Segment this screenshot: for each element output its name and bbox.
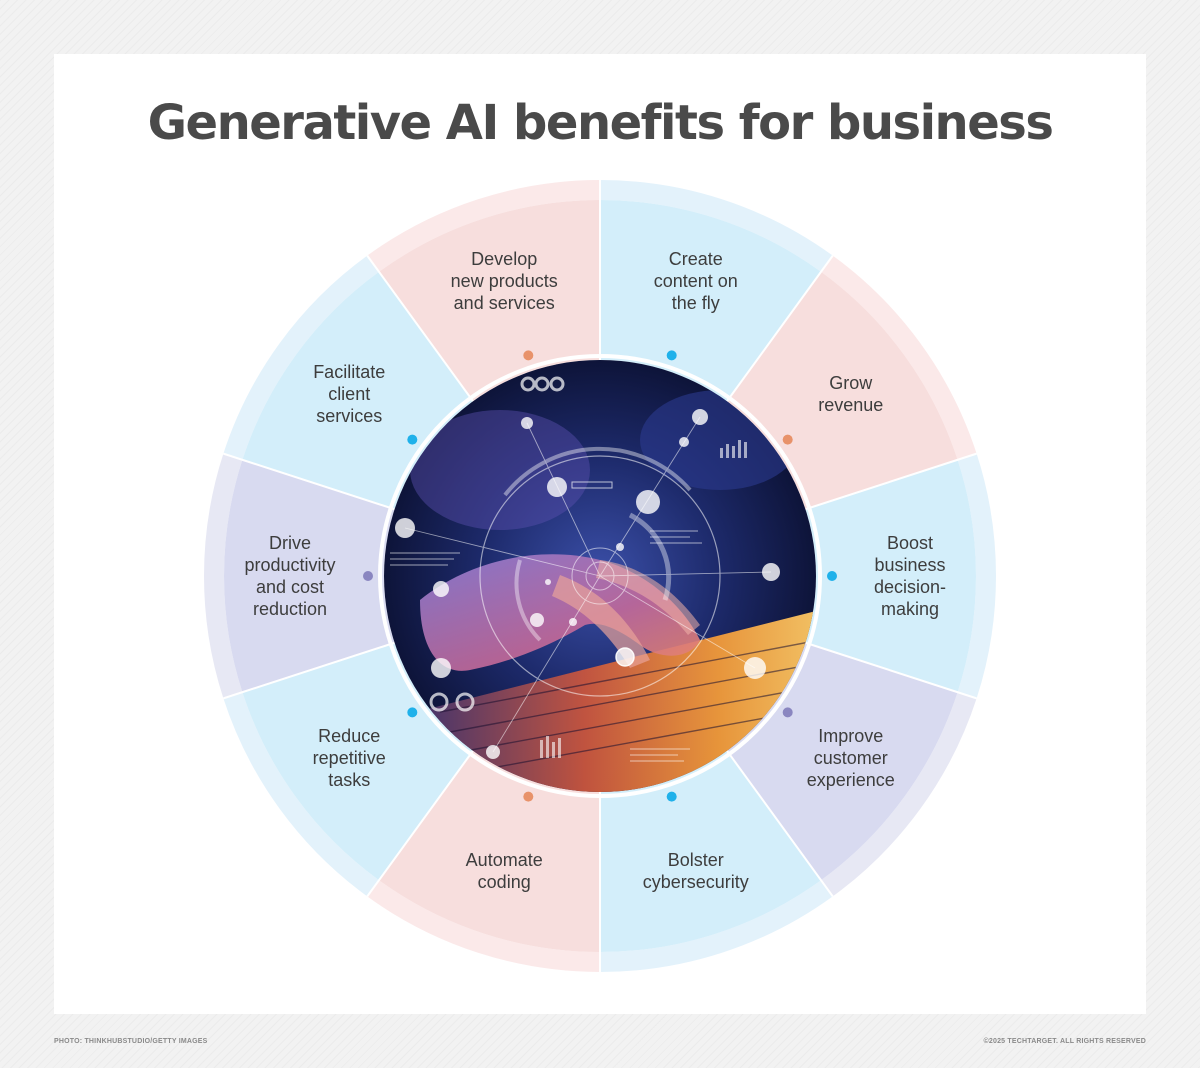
- segment-boost-business-decision-making: [805, 459, 976, 693]
- segment-outer-band: [821, 692, 977, 897]
- segment-outer-band: [367, 180, 600, 272]
- segment-divider: [223, 452, 395, 511]
- center-photo-border: [378, 354, 822, 798]
- segment-drive-productivity-and-cost-reduction: [224, 459, 395, 693]
- copyright-notice: ©2025 TECHTARGET. ALL RIGHTS RESERVED: [983, 1038, 1146, 1045]
- segment-marker-dot: [827, 571, 837, 581]
- segment-outer-band: [957, 453, 996, 699]
- segment-outer-band: [367, 880, 600, 972]
- segment-outer-band: [600, 880, 833, 972]
- segment-outer-band: [203, 453, 243, 699]
- segment-label-bolster-cybersecurity: Bolster cybersecurity: [642, 849, 749, 892]
- segment-label-grow-revenue: Grow revenue: [818, 372, 884, 415]
- segment-bolster-cybersecurity: [600, 750, 822, 952]
- segment-facilitate-client-services: [242, 271, 474, 510]
- segment-marker-dot: [363, 571, 373, 581]
- segment-marker-dot: [523, 791, 534, 802]
- segment-marker-dot: [407, 707, 418, 718]
- segment-label-boost-business-decision-making: Boost business decision- making: [873, 533, 947, 619]
- segment-label-develop-new-products-and-services: Develop new products and services: [450, 249, 558, 314]
- segment-label-automate-coding: Automate coding: [465, 849, 543, 892]
- segment-marker-dot: [782, 434, 793, 445]
- segment-divider: [805, 452, 977, 511]
- segment-outer-band: [223, 255, 379, 460]
- segment-develop-new-products-and-services: [378, 200, 600, 402]
- segment-divider: [366, 255, 474, 402]
- segment-label-facilitate-client-services: Facilitate client services: [313, 361, 386, 426]
- segment-reduce-repetitive-tasks: [242, 642, 474, 881]
- segment-marker-dot: [782, 707, 793, 718]
- segment-label-create-content-on-the-fly: Create content on the fly: [653, 249, 738, 314]
- segment-divider: [805, 641, 977, 700]
- segment-marker-dot: [407, 434, 418, 445]
- segment-create-content-on-the-fly: [600, 200, 822, 402]
- segment-divider: [223, 641, 395, 700]
- segment-divider: [726, 255, 834, 402]
- hands-typing-on-keyboard-photo: [384, 360, 816, 792]
- segment-label-reduce-repetitive-tasks: Reduce repetitive tasks: [312, 726, 386, 791]
- page-title: Generative AI benefits for business: [147, 95, 1054, 151]
- segment-automate-coding: [378, 750, 600, 952]
- segment-divider: [366, 750, 474, 897]
- segment-label-drive-productivity-and-cost-reduction: Drive productivity and cost reduction: [244, 533, 336, 619]
- segment-marker-dot: [523, 350, 534, 361]
- photo-credit: PHOTO: THINKHUBSTUDIO/GETTY IMAGES: [54, 1038, 208, 1045]
- segment-divider: [726, 750, 834, 897]
- segment-marker-dot: [666, 350, 677, 361]
- segment-outer-band: [223, 692, 379, 897]
- segment-grow-revenue: [726, 271, 958, 510]
- segment-outer-band: [821, 255, 977, 460]
- segment-outer-band: [600, 180, 833, 272]
- segment-label-improve-customer-experience: Improve customer experience: [806, 726, 895, 791]
- segment-marker-dot: [666, 791, 677, 802]
- segment-improve-customer-experience: [726, 642, 958, 881]
